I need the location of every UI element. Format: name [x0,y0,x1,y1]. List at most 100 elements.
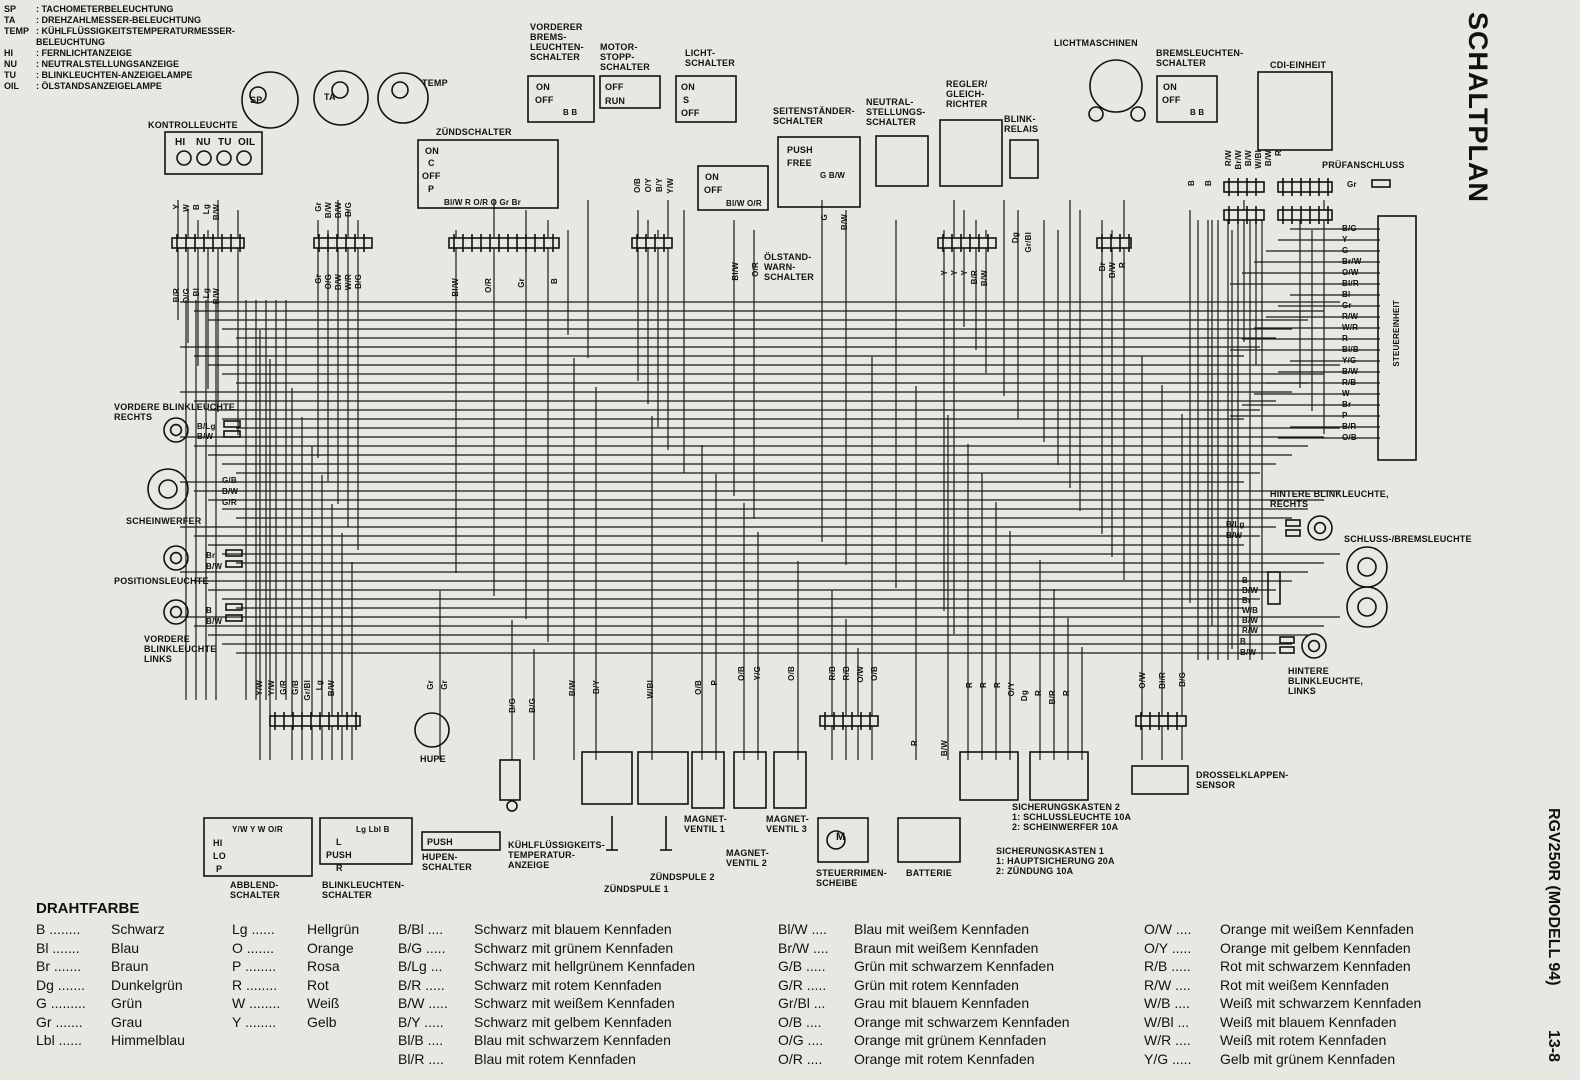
legend-color-name: Weiß mit rotem Kennfaden [1220,1032,1387,1048]
hintere-blink-links-label: HINTERE [1288,666,1329,676]
legend-color-name: Weiß mit blauem Kennfaden [1220,1013,1397,1030]
hupe-label: HUPE [420,754,446,764]
bs-push: PUSH [326,850,352,860]
wire-color-tag: R/W [1224,150,1233,167]
wire-color-tag: B/W [1108,262,1117,279]
rear-lamp-connector [1267,571,1281,605]
hupenschalter-box [421,831,501,851]
legend-code: O/W .... [1144,921,1192,937]
abbreviation-text: : FERNLICHTANZEIGE [36,48,132,58]
steuereinheit-pin-label: Bl/B [1342,345,1359,354]
legend-color-name: Dunkelgrün [111,976,183,993]
inline-plug [225,549,243,557]
model-title: RGV250R (MODELL 94) [1545,808,1562,986]
regler-label: GLEICH- [946,89,985,99]
legend-code: Br ....... [36,958,82,974]
motorstoppschalter-box [599,75,661,109]
lichtschalter-label: LICHT- [685,48,716,58]
magnetventil3-label: VENTIL 3 [766,824,807,834]
cdi-connector-2 [1277,181,1333,193]
wire-color-tag: R [965,682,974,688]
wire-color-tag: O/B [633,178,642,193]
legend-color-name: Blau mit weißem Kennfaden [854,921,1030,937]
vb-wires: B B [563,108,578,117]
vordere-blinkleuchte-links-filament [169,605,183,619]
legend-code: Lg ...... [232,921,275,937]
abbreviation-key: HI [4,48,13,58]
wire-color-tag: B/W [1242,616,1259,625]
vordere-blink-rechts-label: RECHTS [114,412,153,422]
legend-code: B/Lg ... [398,958,443,974]
legend-entry: Lbl ......Himmelblau [36,1031,185,1050]
wire-color-tag: Lg [315,680,324,691]
vordere-blinkleuchte-links [163,599,189,625]
blinkleuchtenschalter-box [319,817,413,865]
legend-color-name: Orange mit grünem Kennfaden [854,1032,1047,1048]
wire-color-tag: B/W [568,680,577,697]
legend-color-name: Blau mit schwarzem Kennfaden [474,1032,671,1048]
wire-color-tag: Dg [1011,232,1020,244]
wire-color-tag: Gr [426,680,435,690]
motorstoppschalter-label: STOPP- [600,52,635,62]
abbreviation-text: : TACHOMETERBELEUCHTUNG [36,4,174,14]
wire-color-tag: B/R [172,288,181,303]
wire-color-tag: R [910,740,919,746]
legend-code: O/R .... [778,1050,823,1067]
wire-color-tag: Bl [192,288,201,297]
drosselklappensensor-label: DROSSELKLAPPEN- [1196,770,1289,780]
legend-code: Dg ....... [36,976,86,993]
wire-color-tag: B/W [334,274,343,291]
wire-color-tag: Br [1098,262,1107,272]
legend-entry: Br .......Braun [36,957,185,976]
kontroll-connector [171,237,245,249]
legend-color-name: Himmelblau [111,1032,185,1048]
inline-plug [1285,519,1301,527]
legend-entry: B/W .....Schwarz mit weißem Kennfaden [398,994,695,1013]
legend-color-name: Schwarz mit gelbem Kennfaden [474,1013,672,1030]
kl-oil-label: OIL [238,137,256,148]
hintere-blinkleuchte-rechts [1307,515,1333,541]
ab-p: P [216,864,223,874]
abbreviation-row: NU: NEUTRALSTELLUNGSANZEIGE [4,59,235,70]
legend-entry: O/G ....Orange mit grünem Kennfaden [778,1031,1070,1050]
zs-wires: Bl/W R O/R O Gr Br [444,198,521,207]
steuerriemenscheibe-box [817,817,869,863]
wire-color-tag: B/W [1264,150,1273,167]
schlussleuchte-unten [1346,586,1388,628]
legend-code: Br/W .... [778,939,829,956]
cdi-label: CDI-EINHEIT [1270,60,1327,70]
wire-color-tag: B [550,278,559,284]
temp-gauge [377,72,429,124]
dks-connector [1135,715,1187,727]
abblendschalter-box [203,817,313,877]
bl-wires: B B [1190,108,1205,117]
legend-color-name: Schwarz mit rotem Kennfaden [474,976,662,993]
legend-color-name: Blau [111,939,140,956]
sicherungskasten2-label: 2: SCHEINWERFER 10A [1012,822,1119,832]
ls-on: ON [681,82,695,92]
abbreviation-key: TA [4,15,16,25]
legend-entry: G/B .....Grün mit schwarzem Kennfaden [778,957,1070,976]
wire-color-tag: O/B [787,666,796,681]
motorstoppschalter-label: SCHALTER [600,62,650,72]
legend-entry: O/B ....Orange mit schwarzem Kennfaden [778,1013,1070,1032]
inline-plug [225,560,243,568]
wire-color-tag: B/R [970,270,979,285]
sicherungskasten1-label: 2: ZÜNDUNG 10A [996,866,1074,876]
wire-color-tag: B [1242,576,1248,585]
legend-entry: Br/W ....Braun mit weißem Kennfaden [778,939,1070,958]
legend-entry: O/W ....Orange mit weißem Kennfaden [1144,920,1421,939]
sensor-ground [506,800,518,812]
legend-color-name: Schwarz [111,921,165,937]
sicherungskasten1-label: SICHERUNGSKASTEN 1 [996,846,1105,856]
kuehltemp-label: TEMPERATUR- [508,850,576,860]
wire-color-tag: B/Lg [1226,520,1245,529]
legend-entry: Bl/B ....Blau mit schwarzem Kennfaden [398,1031,695,1050]
wire-color-tag: O/R [484,278,493,293]
vordere-blink-links-label: LINKS [144,654,172,664]
oelstandwarnschalter-label: SCHALTER [764,272,814,282]
wire-color-tag: Y [940,270,949,276]
drosselklappensensor-box [1131,765,1189,795]
abbreviation-key: TEMP [4,26,30,36]
